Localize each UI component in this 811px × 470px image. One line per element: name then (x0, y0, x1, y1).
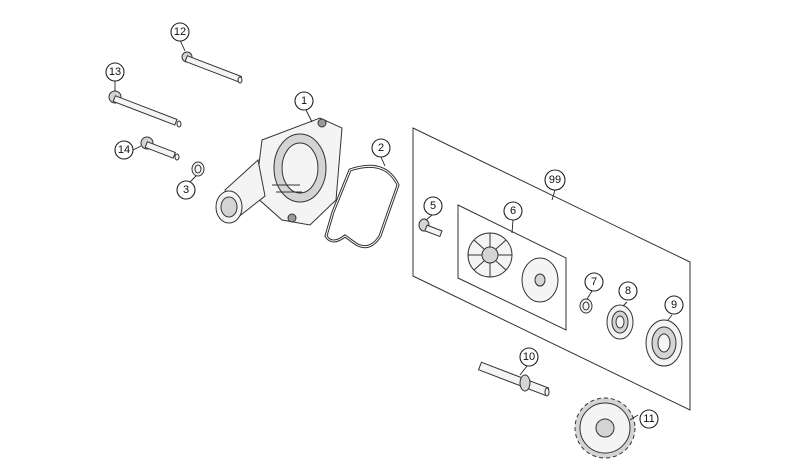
callout-label: 11 (643, 413, 654, 425)
callout-5: 5 (423, 196, 443, 216)
bolt-12 (181, 51, 243, 84)
callout-label: 10 (523, 351, 535, 363)
callout-6: 6 (503, 201, 523, 221)
washer-7 (579, 298, 593, 314)
callout-11: 11 (639, 409, 659, 429)
callout-label: 8 (625, 285, 631, 297)
shaft-10 (477, 361, 550, 397)
callout-label: 5 (430, 200, 436, 212)
callout-label: 6 (510, 205, 516, 217)
impeller-6 (467, 232, 559, 303)
bearing-8 (606, 304, 634, 340)
leader-lines (114, 39, 673, 421)
callout-10: 10 (519, 347, 539, 367)
callout-label: 9 (671, 299, 677, 311)
callout-label: 2 (378, 142, 384, 154)
callout-7: 7 (584, 272, 604, 292)
callout-label: 13 (109, 66, 121, 78)
callout-8: 8 (618, 281, 638, 301)
callout-label: 14 (118, 144, 130, 156)
callout-1: 1 (294, 91, 314, 111)
callout-12: 12 (170, 22, 190, 42)
callout-99: 99 (544, 169, 566, 191)
callout-13: 13 (105, 62, 125, 82)
seal-9 (645, 319, 683, 367)
water-pump-cover-1 (215, 117, 343, 226)
callout-2: 2 (371, 138, 391, 158)
callout-label: 12 (174, 26, 186, 38)
callout-3: 3 (176, 180, 196, 200)
gear-11 (574, 397, 636, 459)
washer-3 (191, 161, 205, 177)
screw-5 (418, 218, 443, 238)
bolt-14 (140, 136, 180, 161)
callout-label: 3 (183, 184, 189, 196)
bolt-13 (108, 90, 182, 128)
callout-label: 1 (301, 95, 307, 107)
callout-label: 99 (549, 174, 561, 186)
callout-9: 9 (664, 295, 684, 315)
callout-14: 14 (114, 140, 134, 160)
callout-label: 7 (591, 276, 597, 288)
